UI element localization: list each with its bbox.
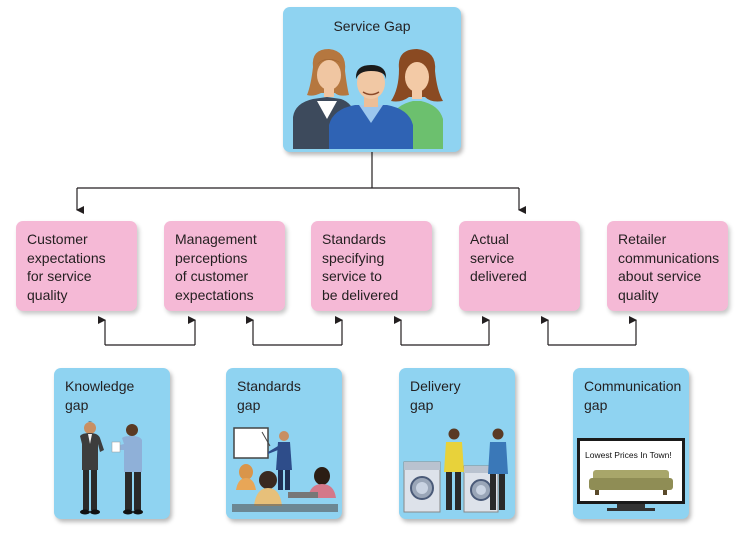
retailer-communications-line-2: communications: [618, 249, 720, 266]
customer-expectations-line-3: for service: [27, 268, 92, 284]
delivery-gap-box: Delivery gap: [399, 368, 515, 519]
knowledge-gap-line-1: Knowledge: [65, 378, 135, 394]
standards-gap-box: Standards gap: [226, 368, 342, 519]
actual-service-line-2: service: [470, 249, 515, 266]
actual-service-line-3: delivered: [470, 268, 527, 284]
actual-service-line-1: Actual: [470, 231, 509, 247]
washing-machines-salespeople-illustration: [403, 428, 508, 513]
two-businessmen-illustration: [80, 421, 143, 515]
management-perceptions-line-3: of customer: [175, 268, 249, 284]
standards-specifying-box: Standards specifying service to be deliv…: [311, 221, 432, 311]
communication-gap-line-2: gap: [584, 396, 608, 413]
standards-gap-line-1: Standards: [237, 378, 301, 394]
customer-expectations-line-2: expectations: [27, 249, 106, 266]
tv-ad-illustration: Lowest Prices In Town!: [577, 438, 685, 511]
communication-gap-box: Communication gap Lowest Prices In Town!: [573, 368, 689, 519]
service-gap-connector: [77, 152, 519, 189]
standards-specifying-line-2: specifying: [322, 249, 385, 266]
service-gap-box: Service Gap: [283, 7, 461, 152]
service-gap-title: Service Gap: [333, 18, 411, 34]
three-people-illustration: [293, 49, 443, 149]
standards-specifying-line-4: be delivered: [322, 286, 399, 303]
knowledge-gap-line-2: gap: [65, 396, 89, 413]
presentation-meeting-illustration: [232, 427, 338, 512]
actual-service-box: Actual service delivered: [459, 221, 580, 311]
management-perceptions-line-1: Management: [175, 231, 257, 247]
retailer-communications-line-4: quality: [618, 286, 659, 303]
communication-gap-line-1: Communication: [584, 378, 682, 394]
retailer-communications-box: Retailer communications about service qu…: [607, 221, 728, 311]
customer-expectations-line-1: Customer: [27, 231, 88, 247]
delivery-gap-line-2: gap: [410, 396, 434, 413]
customer-expectations-box: Customer expectations for service qualit…: [16, 221, 137, 311]
tv-ad-text: Lowest Prices In Town!: [585, 450, 672, 460]
standards-gap-line-2: gap: [237, 396, 261, 413]
management-perceptions-line-4: expectations: [175, 286, 254, 303]
management-perceptions-line-2: perceptions: [175, 249, 248, 266]
management-perceptions-box: Management perceptions of customer expec…: [164, 221, 285, 311]
standards-specifying-line-1: Standards: [322, 231, 386, 247]
retailer-communications-line-3: about service: [618, 268, 702, 284]
retailer-communications-line-1: Retailer: [618, 231, 667, 247]
delivery-gap-line-1: Delivery: [410, 378, 461, 394]
standards-specifying-line-3: service to: [322, 268, 382, 284]
customer-expectations-line-4: quality: [27, 286, 68, 303]
knowledge-gap-box: Knowledge gap: [54, 368, 170, 519]
